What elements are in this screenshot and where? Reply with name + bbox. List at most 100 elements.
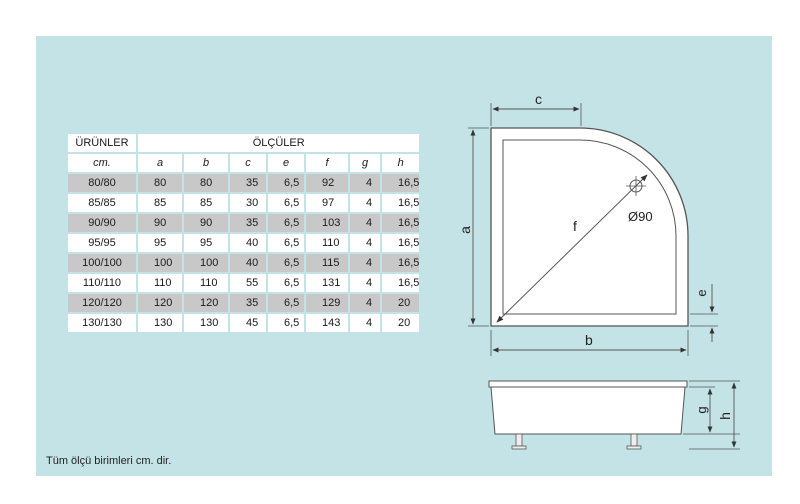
value-e-cell: 6,5 [268, 194, 304, 212]
value-h-cell: 16,5 [382, 174, 420, 192]
value-h-cell: 16,5 [382, 214, 420, 232]
value-f-cell: 143 [306, 314, 348, 332]
value-a-cell: 85 [138, 194, 182, 212]
dimension-f-line [496, 174, 648, 323]
col-c-header: c [230, 154, 266, 172]
label-g: g [694, 406, 709, 413]
value-c-cell: 40 [230, 254, 266, 272]
col-h-header: h [382, 154, 420, 172]
value-g-cell: 4 [350, 314, 380, 332]
value-c-cell: 35 [230, 174, 266, 192]
product-size-cell: 130/130 [68, 314, 136, 332]
value-e-cell: 6,5 [268, 314, 304, 332]
value-f-cell: 97 [306, 194, 348, 212]
value-h-cell: 20 [382, 314, 420, 332]
value-g-cell: 4 [350, 214, 380, 232]
product-size-cell: 120/120 [68, 294, 136, 312]
label-c: c [535, 91, 542, 107]
col-g-header: g [350, 154, 380, 172]
unit-label: cm. [68, 154, 136, 172]
value-f-cell: 103 [306, 214, 348, 232]
value-e-cell: 6,5 [268, 174, 304, 192]
value-b-cell: 90 [184, 214, 228, 232]
value-h-cell: 16,5 [382, 194, 420, 212]
value-a-cell: 95 [138, 234, 182, 252]
value-e-cell: 6,5 [268, 234, 304, 252]
product-size-cell: 110/110 [68, 274, 136, 292]
value-h-cell: 16,5 [382, 274, 420, 292]
value-c-cell: 45 [230, 314, 266, 332]
value-e-cell: 6,5 [268, 254, 304, 272]
value-a-cell: 100 [138, 254, 182, 272]
value-f-cell: 115 [306, 254, 348, 272]
value-h-cell: 20 [382, 294, 420, 312]
value-b-cell: 85 [184, 194, 228, 212]
value-f-cell: 129 [306, 294, 348, 312]
value-g-cell: 4 [350, 274, 380, 292]
value-b-cell: 120 [184, 294, 228, 312]
value-g-cell: 4 [350, 174, 380, 192]
value-a-cell: 110 [138, 274, 182, 292]
left-foot [515, 433, 523, 447]
value-e-cell: 6,5 [268, 294, 304, 312]
products-header: ÜRÜNLER [68, 134, 136, 152]
col-f-header: f [306, 154, 348, 172]
label-e: e [694, 289, 709, 296]
value-h-cell: 16,5 [382, 234, 420, 252]
dimensions-header: ÖLÇÜLER [138, 134, 420, 152]
value-a-cell: 120 [138, 294, 182, 312]
value-c-cell: 30 [230, 194, 266, 212]
value-b-cell: 130 [184, 314, 228, 332]
value-c-cell: 40 [230, 234, 266, 252]
product-size-cell: 90/90 [68, 214, 136, 232]
value-g-cell: 4 [350, 234, 380, 252]
table-header-row: ÜRÜNLER ÖLÇÜLER [68, 134, 420, 152]
value-f-cell: 110 [306, 234, 348, 252]
value-g-cell: 4 [350, 294, 380, 312]
product-size-cell: 100/100 [68, 254, 136, 272]
right-foot [630, 433, 638, 447]
value-a-cell: 90 [138, 214, 182, 232]
value-b-cell: 95 [184, 234, 228, 252]
value-b-cell: 80 [184, 174, 228, 192]
value-a-cell: 80 [138, 174, 182, 192]
value-g-cell: 4 [350, 194, 380, 212]
label-h: h [717, 412, 733, 420]
value-e-cell: 6,5 [268, 274, 304, 292]
col-a-header: a [138, 154, 182, 172]
tray-rim [488, 380, 688, 388]
value-h-cell: 16,5 [382, 254, 420, 272]
table-subheader-row: cm. a b c e f g h [68, 154, 420, 172]
value-c-cell: 35 [230, 294, 266, 312]
col-e-header: e [268, 154, 304, 172]
value-f-cell: 131 [306, 274, 348, 292]
product-size-cell: 95/95 [68, 234, 136, 252]
product-size-cell: 80/80 [68, 174, 136, 192]
side-view: g h [488, 380, 740, 450]
tray-body [490, 386, 686, 435]
label-b: b [585, 332, 593, 348]
value-g-cell: 4 [350, 254, 380, 272]
value-c-cell: 35 [230, 214, 266, 232]
value-f-cell: 92 [306, 174, 348, 192]
drain-size-label: Ø90 [628, 209, 653, 224]
top-view: f Ø90 c a b e [457, 91, 718, 356]
value-c-cell: 55 [230, 274, 266, 292]
units-note: Tüm ölçü birimleri cm. dir. [46, 455, 172, 467]
value-e-cell: 6,5 [268, 214, 304, 232]
label-a: a [457, 226, 473, 234]
value-b-cell: 110 [184, 274, 228, 292]
col-b-header: b [184, 154, 228, 172]
label-f: f [573, 218, 577, 234]
product-size-cell: 85/85 [68, 194, 136, 212]
